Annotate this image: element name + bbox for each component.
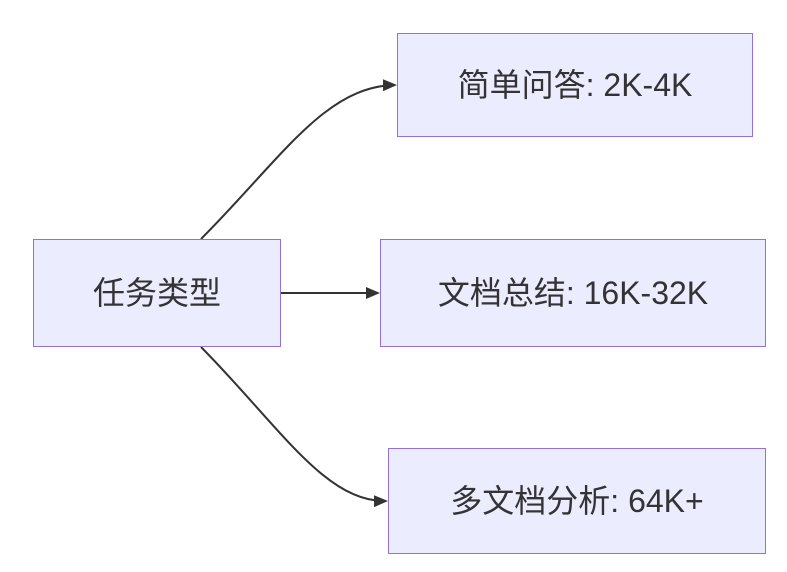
node-task-type-label: 任务类型 bbox=[92, 274, 221, 311]
edge-root-to-multi-doc bbox=[200, 346, 388, 508]
node-multi-doc-analysis-label: 多文档分析: 64K+ bbox=[450, 482, 704, 519]
edge-root-to-simple-qa bbox=[200, 79, 397, 240]
node-doc-summary-label: 文档总结: 16K-32K bbox=[437, 274, 709, 311]
node-doc-summary: 文档总结: 16K-32K bbox=[380, 239, 766, 347]
node-simple-qa-label: 简单问答: 2K-4K bbox=[457, 66, 693, 103]
node-multi-doc-analysis: 多文档分析: 64K+ bbox=[388, 448, 766, 554]
node-simple-qa: 简单问答: 2K-4K bbox=[397, 33, 753, 137]
node-task-type: 任务类型 bbox=[33, 239, 281, 347]
